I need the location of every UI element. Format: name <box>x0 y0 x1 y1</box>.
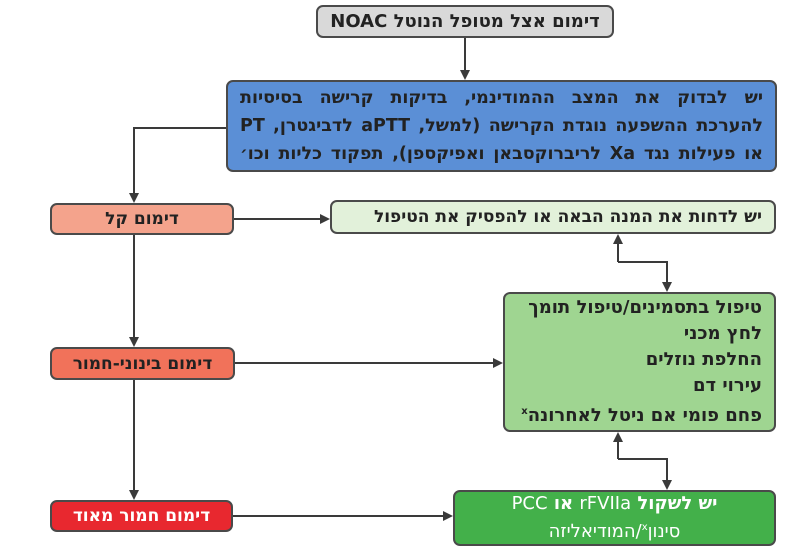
supportive-care-box: טיפול בתסמינים/טיפול תומך לחץ מכני החלפת… <box>503 292 776 432</box>
footnote-mark: x <box>641 522 648 533</box>
assessment-line: יש לבדוק את המצב ההמודינמי, בדיקות קרישה… <box>240 88 763 108</box>
supportive-line: פחם פומי אם ניטל לאחרונה <box>527 405 762 426</box>
reversal-line-1: יש לשקול rFVIIa או PCC <box>512 492 718 516</box>
mild-bleeding-label: דימום קל <box>105 209 179 229</box>
title-box: דימום אצל מטופל הנוטל NOAC <box>316 5 614 38</box>
delay-or-stop-box: יש לדחות את המנה הבאה או להפסיק את הטיפו… <box>330 200 776 234</box>
reversal-agent-pcc: PCC <box>511 493 548 514</box>
reversal-prefix: יש לשקול <box>631 493 718 514</box>
supportive-line: החלפת נוזלים <box>645 349 762 370</box>
supportive-line-charcoal: פחם פומי אם ניטל לאחרונהx <box>521 399 762 429</box>
very-severe-bleeding-label: דימום חמור מאוד <box>72 506 211 526</box>
reversal-agents-box: יש לשקול rFVIIa או PCC סינוןx/המודיאליזה <box>453 490 776 546</box>
reversal-line-2: סינוןx/המודיאליזה <box>549 516 681 544</box>
moderate-severe-bleeding-label: דימום בינוני-חמור <box>72 353 213 374</box>
very-severe-bleeding-box: דימום חמור מאוד <box>50 500 233 532</box>
reversal-agent-rfviia: rFVIIa <box>579 493 632 514</box>
assessment-box: יש לבדוק את המצב ההמודינמי, בדיקות קרישה… <box>226 80 777 172</box>
supportive-line: עירוי דם <box>693 375 762 396</box>
title-text: דימום אצל מטופל הנוטל NOAC <box>330 11 600 32</box>
mild-bleeding-box: דימום קל <box>50 203 234 235</box>
supportive-line: לחץ מכני <box>683 323 762 344</box>
arrow-delay-to-supportive <box>618 261 672 292</box>
moderate-severe-bleeding-box: דימום בינוני-חמור <box>50 347 235 380</box>
footnote-mark: x <box>521 406 528 417</box>
delay-or-stop-text: יש לדחות את המנה הבאה או להפסיק את הטיפו… <box>373 207 762 227</box>
assessment-line: או פעילות נגד Xa לריברוקסבאן ואפיקספן), … <box>240 144 763 164</box>
arrow-supportive-to-reversal <box>618 458 672 490</box>
arrow-assessment-to-mild <box>129 127 226 203</box>
hemodialysis-text: /המודיאליזה <box>548 521 642 542</box>
supportive-line: טיפול בתסמינים/טיפול תומך <box>528 297 762 318</box>
filtration-text: סינון <box>647 521 681 542</box>
assessment-line: להערכת ההשפעה נוגדת הקרישה (למשל, aPTT ל… <box>240 116 764 136</box>
reversal-conjunction: או <box>547 493 580 514</box>
